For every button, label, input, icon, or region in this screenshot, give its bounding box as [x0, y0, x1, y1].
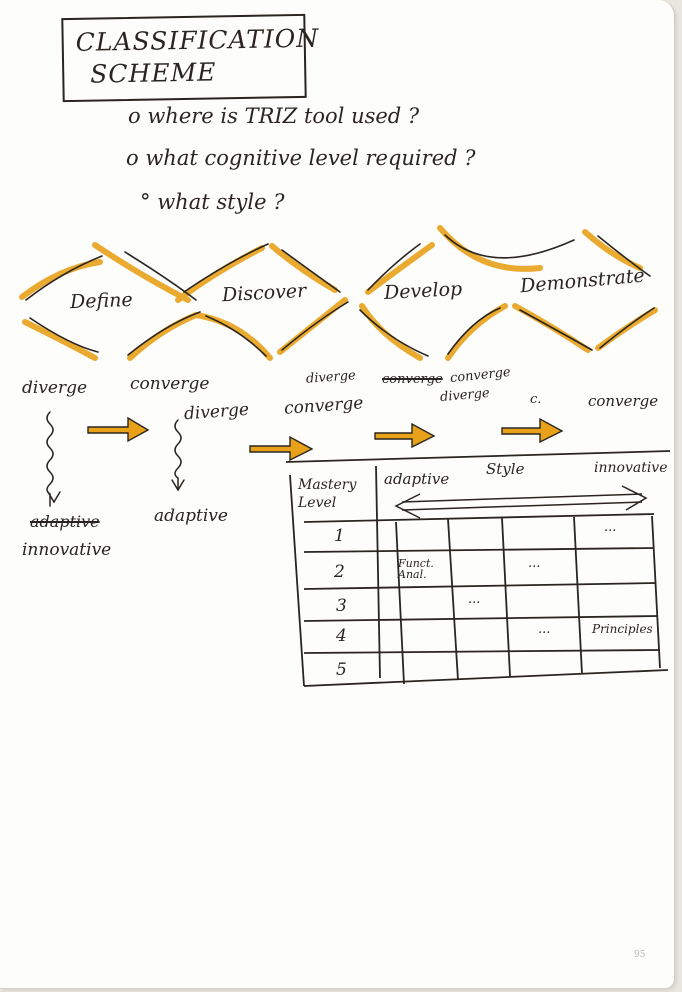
question-1: o where is TRIZ tool used ? — [128, 104, 420, 128]
table-corner-header: Mastery Level — [298, 477, 357, 511]
question-3: ° what style ? — [140, 190, 285, 214]
table-style-label: Style — [486, 460, 525, 478]
question-1-text: where is TRIZ tool used ? — [147, 104, 420, 128]
table-innovative-label: innovative — [594, 460, 668, 476]
outcome-adaptive: adaptive — [154, 506, 228, 526]
flow-converge-3-struck: converge — [382, 372, 443, 387]
phase-define: Define — [69, 288, 134, 314]
question-3-text: what style ? — [157, 190, 285, 214]
mastery-table-grid — [285, 450, 671, 687]
cell-r2-c1: Funct. Anal. — [398, 557, 434, 581]
flow-converge-4: converge — [588, 392, 659, 410]
style-double-arrow — [394, 485, 648, 519]
flow-c-4: c. — [530, 392, 542, 407]
level-3: 3 — [336, 596, 347, 616]
table-adaptive-label: adaptive — [384, 470, 450, 488]
phase-discover: Discover — [221, 279, 307, 307]
level-4: 4 — [336, 626, 347, 646]
page-number: 95 — [634, 950, 646, 960]
flow-converge-1: converge — [130, 374, 210, 394]
flow-diverge-1: diverge — [22, 378, 88, 398]
cell-r2-c3: ... — [528, 556, 541, 571]
double-diamond-pen — [25, 234, 655, 357]
question-2-text: what cognitive level required ? — [145, 146, 476, 170]
level-1: 1 — [334, 526, 345, 546]
question-2: o what cognitive level required ? — [126, 146, 476, 170]
outcome-struck-adaptive: adaptive — [30, 512, 100, 531]
flow-arrows — [87, 416, 564, 462]
level-5: 5 — [336, 660, 347, 680]
outcome-innovative: innovative — [22, 540, 112, 560]
phase-develop: Develop — [383, 277, 463, 305]
cell-r3-c2: ... — [468, 592, 481, 607]
cell-r4-c3: ... — [538, 622, 551, 637]
level-2: 2 — [334, 562, 345, 582]
cell-r4-c4: Principles — [592, 622, 653, 636]
cell-r1-c4: ... — [604, 520, 617, 535]
squiggle-arrows — [46, 411, 185, 507]
